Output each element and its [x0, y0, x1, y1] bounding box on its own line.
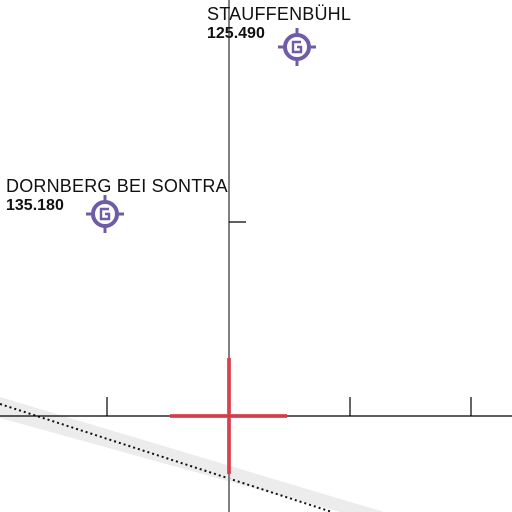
airfield-name: STAUFFENBÜHL	[207, 4, 352, 24]
airfield-label[interactable]: DORNBERG BEI SONTRA 135.180	[6, 177, 228, 214]
airfield-label[interactable]: STAUFFENBÜHL 125.490	[207, 5, 351, 42]
airfield-frequency: 125.490	[207, 25, 265, 42]
airfield-frequency: 135.180	[6, 197, 64, 214]
horizontal-scale	[0, 397, 512, 417]
route-line	[0, 397, 384, 512]
glider-airfield-icon[interactable]	[278, 28, 316, 66]
airfield-name: DORNBERG BEI SONTRA	[6, 176, 228, 196]
glider-airfield-icon[interactable]	[86, 195, 124, 233]
crosshair-cursor[interactable]	[170, 358, 287, 474]
